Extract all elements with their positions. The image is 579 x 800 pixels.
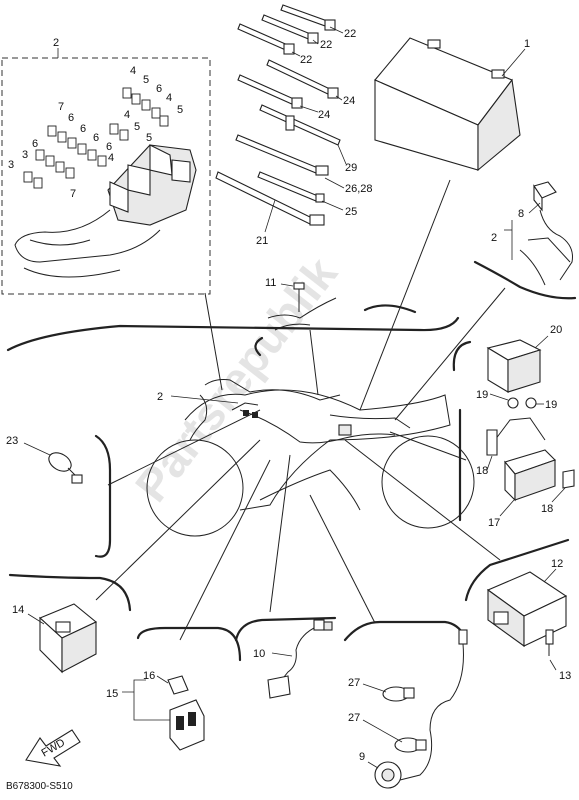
callout-11: 11 xyxy=(265,277,276,289)
callout-22b: 22 xyxy=(320,39,332,51)
starter-relay-illustration xyxy=(486,339,575,502)
callout-8: 8 xyxy=(518,208,524,220)
callout-6e: 6 xyxy=(106,141,112,153)
callout-13: 13 xyxy=(559,670,571,682)
callout-7a: 7 xyxy=(58,101,64,113)
callout-6-left: 6 xyxy=(32,138,38,150)
callout-16: 16 xyxy=(143,670,155,682)
callout-22c: 22 xyxy=(300,54,312,66)
detail-box-harness xyxy=(1,57,211,295)
callout-10: 10 xyxy=(253,648,265,660)
diagram-code: B678300-S510 xyxy=(6,781,73,792)
callout-7b: 7 xyxy=(70,188,76,200)
callout-3a: 3 xyxy=(22,149,28,161)
callout-5d: 5 xyxy=(146,132,152,144)
harness-callout-labels: 2 4 5 6 4 5 7 6 6 6 6 4 4 5 5 6 3 3 7 xyxy=(8,37,183,200)
callout-1: 1 xyxy=(524,38,530,50)
callout-6c: 6 xyxy=(80,123,86,135)
relay-bracket-illustration xyxy=(519,181,573,286)
sensor-10-illustration xyxy=(267,619,333,699)
callout-18a: 18 xyxy=(476,465,488,477)
callout-22a: 22 xyxy=(344,28,356,40)
callout-3b: 3 xyxy=(8,159,14,171)
callout-5b: 5 xyxy=(177,104,183,116)
motorcycle-outline xyxy=(146,379,475,537)
callout-5c: 5 xyxy=(134,121,140,133)
callout-23: 23 xyxy=(6,435,18,447)
cable-tie-callouts: 22 22 22 24 24 29 26,28 25 21 xyxy=(256,26,373,247)
leader-lines xyxy=(95,179,506,641)
sensor-9-illustration xyxy=(374,629,468,789)
regulator-12-illustration xyxy=(486,571,568,656)
callout-21: 21 xyxy=(256,235,268,247)
callout-2-bike: 2 xyxy=(157,391,163,403)
callout-17: 17 xyxy=(488,517,500,529)
fuse-row-illustration xyxy=(23,87,169,189)
module-14-illustration xyxy=(38,603,98,674)
callout-4d: 4 xyxy=(124,109,130,121)
callout-6a: 6 xyxy=(156,83,162,95)
coupler-15-16-illustration xyxy=(167,675,205,751)
callout-18b: 18 xyxy=(541,503,553,515)
callout-27a: 27 xyxy=(348,677,360,689)
callout-6b: 6 xyxy=(68,112,74,124)
watermark-text: Partsrepublik xyxy=(125,247,347,511)
callout-4c: 4 xyxy=(108,152,114,164)
callout-29: 29 xyxy=(345,162,357,174)
callout-5a: 5 xyxy=(143,74,149,86)
callout-26-28: 26,28 xyxy=(345,183,373,195)
callout-24a: 24 xyxy=(343,95,355,107)
relay-block-illustration xyxy=(14,144,197,278)
callout-25: 25 xyxy=(345,206,357,218)
forward-direction-arrow: FWD xyxy=(25,729,81,767)
callout-15: 15 xyxy=(106,688,118,700)
callout-2-bracket: 2 xyxy=(491,232,497,244)
callout-19b: 19 xyxy=(545,399,557,411)
callout-4a: 4 xyxy=(130,65,136,77)
callout-12: 12 xyxy=(551,558,563,570)
callout-4b: 4 xyxy=(166,92,172,104)
callout-24b: 24 xyxy=(318,109,330,121)
ground-bolt-illustration xyxy=(267,282,337,331)
callout-19a: 19 xyxy=(476,389,488,401)
callout-2-box: 2 xyxy=(53,37,59,49)
callout-14: 14 xyxy=(12,604,24,616)
callout-6d: 6 xyxy=(93,132,99,144)
callout-27b: 27 xyxy=(348,712,360,724)
section-dividers xyxy=(6,260,577,662)
cable-ties-illustration xyxy=(215,4,341,226)
callout-9: 9 xyxy=(359,751,365,763)
battery-illustration xyxy=(374,37,521,172)
callout-20: 20 xyxy=(550,324,562,336)
clamp-23-illustration xyxy=(48,452,83,484)
